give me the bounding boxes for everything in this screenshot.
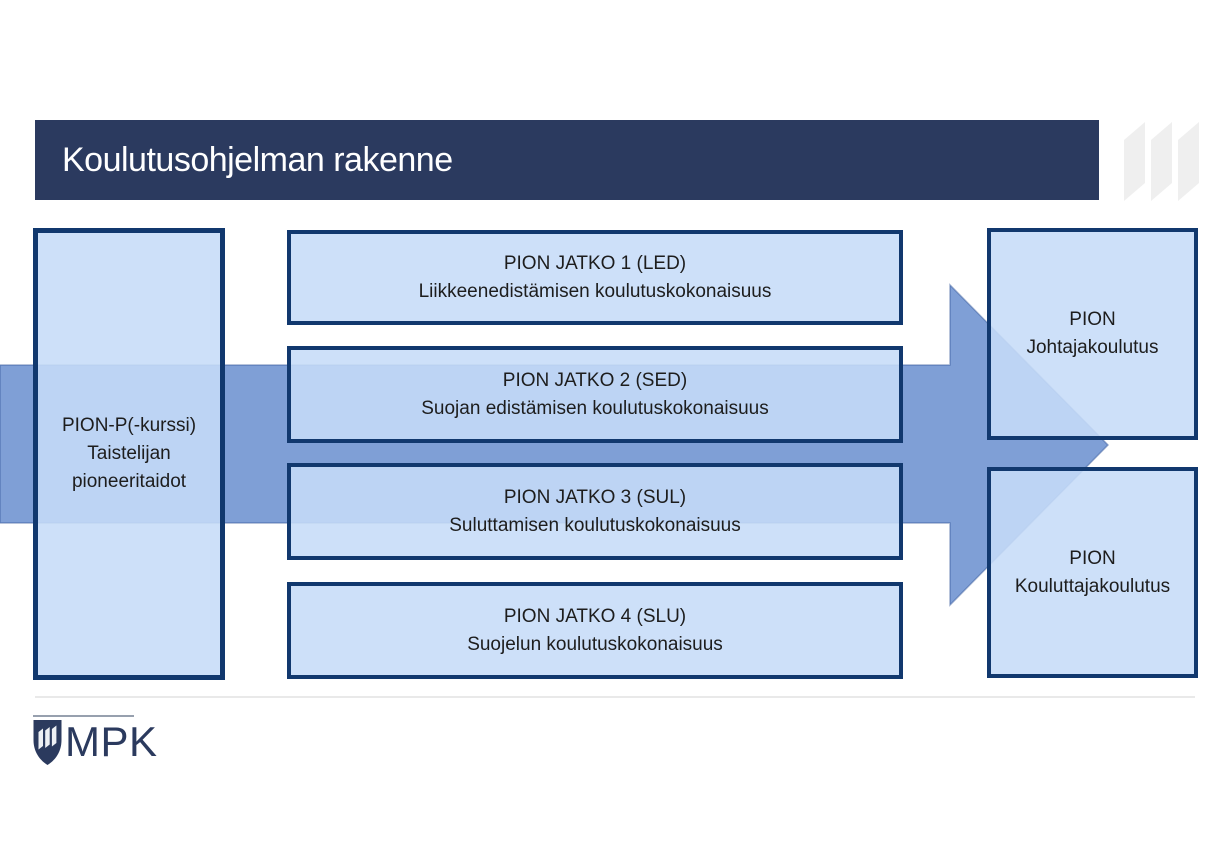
mpk-shield-icon — [33, 720, 62, 765]
outcome-box-1-line1: PION — [1069, 309, 1116, 330]
jatko-box-4-subtitle: Suojelun koulutuskokonaisuus — [467, 633, 723, 655]
footer-divider — [35, 696, 1195, 698]
outcome-box-johtajakoulutus: PION Johtajakoulutus — [987, 228, 1198, 440]
jatko-box-2-title: PION JATKO 2 (SED) — [502, 369, 688, 391]
entry-box-line1: PION-P(-kurssi) — [61, 415, 197, 436]
outcome-box-1-line2: Johtajakoulutus — [1026, 337, 1159, 358]
jatko-box-3-subtitle: Suluttamisen koulutuskokonaisuus — [449, 514, 741, 536]
jatko-box-4: PION JATKO 4 (SLU) Suojelun koulutuskoko… — [287, 582, 903, 679]
mpk-logo-text: MPK — [65, 718, 158, 765]
jatko-box-4-title: PION JATKO 4 (SLU) — [503, 605, 687, 627]
jatko-box-1: PION JATKO 1 (LED) Liikkeenedistämisen k… — [287, 230, 903, 325]
entry-box-line2: Taistelijan — [87, 443, 171, 464]
jatko-box-3: PION JATKO 3 (SUL) Suluttamisen koulutus… — [287, 463, 903, 560]
outcome-box-2-line1: PION — [1069, 547, 1116, 569]
logo-rule — [33, 715, 134, 717]
jatko-box-1-subtitle: Liikkeenedistämisen koulutuskokonaisuus — [418, 280, 772, 302]
jatko-box-2: PION JATKO 2 (SED) Suojan edistämisen ko… — [287, 346, 903, 443]
jatko-box-1-title: PION JATKO 1 (LED) — [503, 252, 687, 274]
entry-box-line3: pioneeritaidot — [71, 471, 187, 492]
page-title: Koulutusohjelman rakenne — [62, 141, 453, 179]
jatko-box-2-subtitle: Suojan edistämisen koulutuskokonaisuus — [421, 397, 769, 419]
mpk-logo: MPK — [33, 715, 158, 766]
header-bar: Koulutusohjelman rakenne — [35, 120, 1099, 200]
jatko-box-3-title: PION JATKO 3 (SUL) — [503, 486, 687, 508]
outcome-box-kouluttajakoulutus: PION Kouluttajakoulutus — [987, 467, 1198, 678]
entry-box: PION-P(-kurssi) Taistelijan pioneeritaid… — [33, 228, 225, 680]
outcome-box-2-line2: Kouluttajakoulutus — [1014, 575, 1171, 597]
deco-stripes-icon — [1124, 122, 1199, 201]
